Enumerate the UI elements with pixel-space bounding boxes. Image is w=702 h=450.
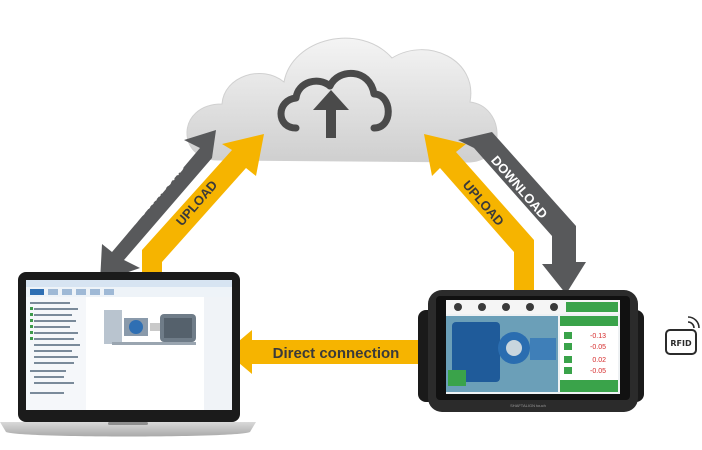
- reading-3: 0.02: [592, 357, 606, 364]
- machine-train-drawing: [104, 310, 196, 345]
- rfid-label: RFID: [670, 339, 692, 348]
- cloud: [186, 37, 498, 163]
- alignment-tablet: -0.13 -0.05 0.02 -0.05 SHAFTALIGN touch: [418, 290, 644, 412]
- reading-4: -0.05: [590, 368, 606, 375]
- rfid-icon: RFID: [665, 316, 700, 355]
- laptop: [0, 272, 256, 437]
- direct-connection-arrow: Direct connection: [226, 330, 444, 374]
- device-brand: SHAFTALIGN touch: [510, 403, 546, 408]
- reading-2: -0.05: [590, 344, 606, 351]
- reading-1: -0.13: [590, 333, 606, 340]
- cloud-upload-icon: [277, 69, 392, 138]
- direct-connection-label: Direct connection: [273, 345, 400, 362]
